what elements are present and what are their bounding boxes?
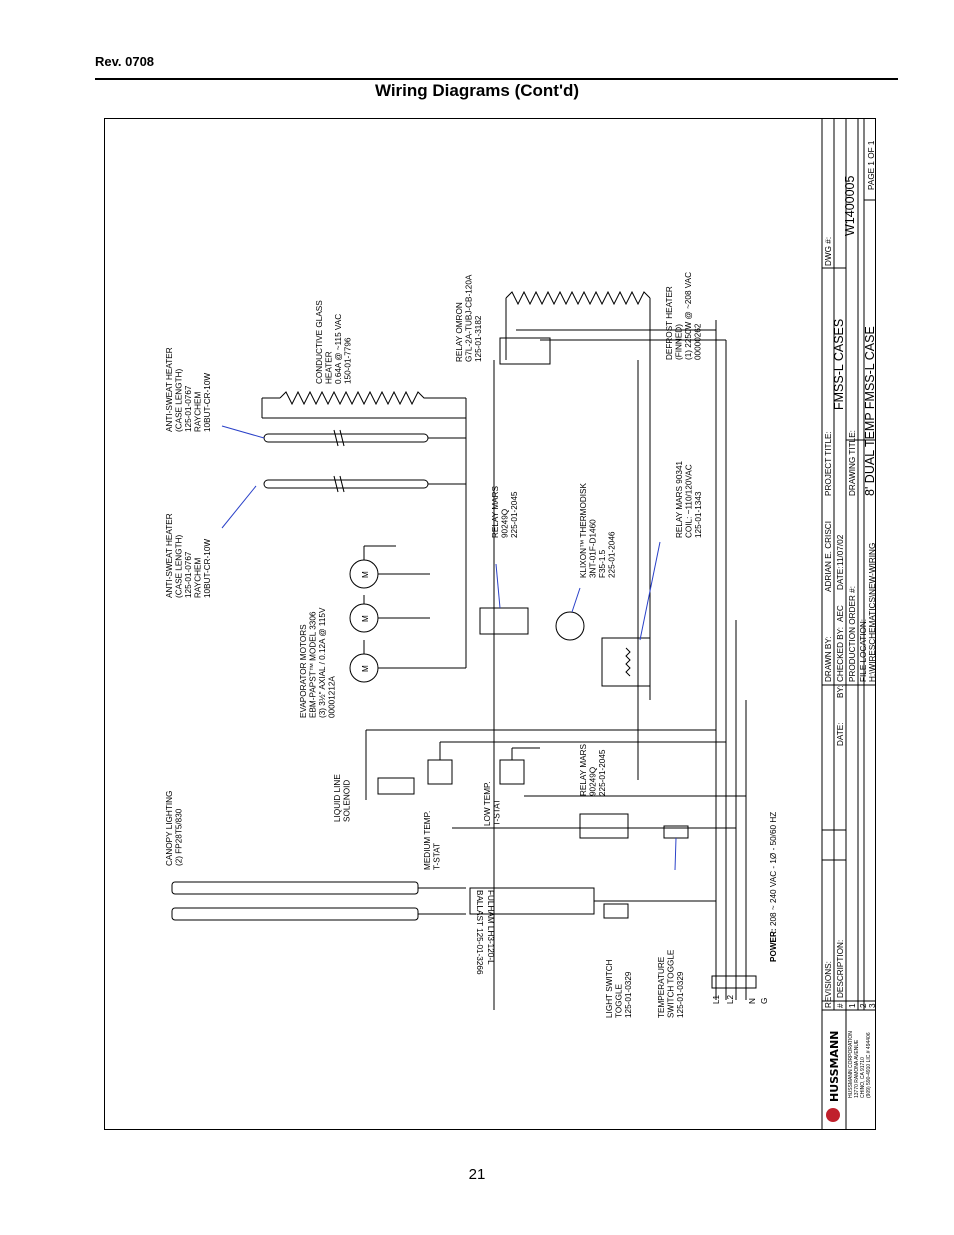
klixon-thermodisk xyxy=(555,611,585,641)
light-switch-toggle xyxy=(603,903,629,919)
col-date: DATE: xyxy=(836,722,845,746)
dwg-label: DWG #: xyxy=(824,237,833,266)
title-block-text: HUSSMANN CORPORATION 13770 RAMONA AVENUE… xyxy=(824,140,877,1098)
diagram-labels: ANTI-SWEAT HEATER (CASE LENGTH) 125-01-0… xyxy=(165,270,778,1018)
anti-sweat-bottom-label: ANTI-SWEAT HEATER (CASE LENGTH) 125-01-0… xyxy=(165,511,212,598)
relay-omron xyxy=(499,337,551,365)
drawn-by-label: DRAWN BY: xyxy=(824,636,833,682)
relay-mars-3 xyxy=(579,813,629,839)
date-value: 11/07/02 xyxy=(836,534,845,566)
power-terminal-block xyxy=(711,975,757,989)
row-3: 3 xyxy=(868,1003,877,1008)
page-number: 21 xyxy=(468,1166,486,1183)
header-rule xyxy=(95,78,898,80)
terminal-l2: L2 xyxy=(726,994,735,1004)
relay-mars-1-label: RELAY MARS 90249Q 225-01-2045 xyxy=(491,484,519,538)
terminal-l1: L1 xyxy=(712,994,721,1004)
motor-symbol-3: M xyxy=(361,571,370,578)
page-of: PAGE 1 OF 1 xyxy=(867,140,876,190)
terminal-g: G xyxy=(760,998,769,1004)
relay-mars-90341-label: RELAY MARS 90341 COIL: ~110/120VAC 125-0… xyxy=(675,459,703,538)
ballast-label: FULHAM LH3-120-L BALLAST 125-01-3266 xyxy=(475,890,495,975)
date-label: DATE: xyxy=(836,566,845,590)
canopy-lighting-label: CANOPY LIGHTING (2) FP28T5/830 xyxy=(165,788,184,866)
revision-label: Rev. 0708 xyxy=(95,54,155,69)
conductive-glass-heater xyxy=(279,390,466,406)
company-address: HUSSMANN CORPORATION 13770 RAMONA AVENUE… xyxy=(848,1030,872,1098)
checked-by-label: CHECKED BY: xyxy=(836,627,845,682)
production-order-label: PRODUCTION ORDER #: xyxy=(848,586,857,682)
project-title-label: PROJECT TITLE: xyxy=(824,431,833,496)
col-by: BY: xyxy=(836,685,845,698)
revisions-label: REVISIONS: xyxy=(824,961,833,1008)
motor-symbol-1: M xyxy=(361,665,370,672)
row-2: 2 xyxy=(859,1003,868,1008)
evaporator-motors xyxy=(349,545,466,683)
light-switch-label: LIGHT SWITCH TOGGLE 125-01-0329 xyxy=(605,957,633,1018)
medium-temp-label: MEDIUM TEMP. T-STAT xyxy=(423,808,442,870)
canopy-lighting-tubes xyxy=(171,881,466,921)
page-title: Wiring Diagrams (Cont'd) xyxy=(374,81,580,100)
temperature-switch-label: TEMPERATURE SWITCH TOGGLE 125-01-0329 xyxy=(657,947,685,1018)
project-title-value: FMSS-L CASES xyxy=(832,319,846,410)
drawing-frame xyxy=(104,118,876,1130)
checked-by-value: AEC xyxy=(836,605,845,622)
anti-sweat-top-label: ANTI-SWEAT HEATER (CASE LENGTH) 125-01-0… xyxy=(165,345,212,432)
low-temp-tstat xyxy=(499,759,525,785)
row-1: 1 xyxy=(848,1003,857,1008)
drawn-by-value: ADRIAN E. CRISCI xyxy=(824,521,833,592)
relay-omron-label: RELAY OMRON G7L-2A-TUBJ-CB-120A 125-01-3… xyxy=(455,273,483,362)
drawing-title-label: DRAWING TITLE: xyxy=(848,430,857,496)
defrost-heater xyxy=(505,290,651,306)
file-location-value: H:\WIRESCHEMATICS\NEW-WIRING xyxy=(868,543,877,682)
relay-mars-3-label: RELAY MARS 90249Q 225-01-2045 xyxy=(579,742,607,796)
liquid-line-label: LIQUID LINE SOLENOID xyxy=(333,772,352,822)
drawing-title-value: 8' DUAL TEMP FMSS-L CASE xyxy=(863,326,877,496)
low-temp-label: LOW TEMP. T-STAT xyxy=(483,779,502,826)
relay-mars-1 xyxy=(479,607,529,635)
conductive-glass-label: CONDUCTIVE GLASS HEATER 0.64A @ ~115 VAC… xyxy=(315,298,353,384)
medium-temp-tstat xyxy=(427,759,453,785)
terminal-n: N xyxy=(748,998,757,1004)
anti-sweat-heater-tubes xyxy=(261,397,466,493)
liquid-line-solenoid xyxy=(377,777,415,795)
col-num: # xyxy=(836,1003,845,1008)
company-logo-text: HUSSMANN xyxy=(828,1031,841,1102)
title-block-grid xyxy=(821,118,876,1130)
klixon-label: KLIXON™ THERMODISK 3NT-01F-D1460 F35-1.5… xyxy=(579,481,617,578)
bus-lines xyxy=(465,320,747,1010)
hussmann-logo: HUSSMANN xyxy=(826,1031,841,1122)
col-description: DESCRIPTION: xyxy=(836,940,845,998)
relay-mars-90341 xyxy=(601,637,651,687)
evaporator-motors-label: EVAPORATOR MOTORS EBM-PAPST™ MODEL 3306 … xyxy=(299,605,337,718)
power-label: POWER: 208 ~ 240 VAC - 1Ø - 50/60 HZ xyxy=(769,812,778,962)
dwg-number: W1400005 xyxy=(843,175,857,236)
motor-symbol-2: M xyxy=(361,615,370,622)
file-location-label: FILE LOCATION: xyxy=(859,619,868,682)
defrost-heater-label: DEFROST HEATER (FINNED) (1) 2250W @ ~208… xyxy=(665,270,703,360)
